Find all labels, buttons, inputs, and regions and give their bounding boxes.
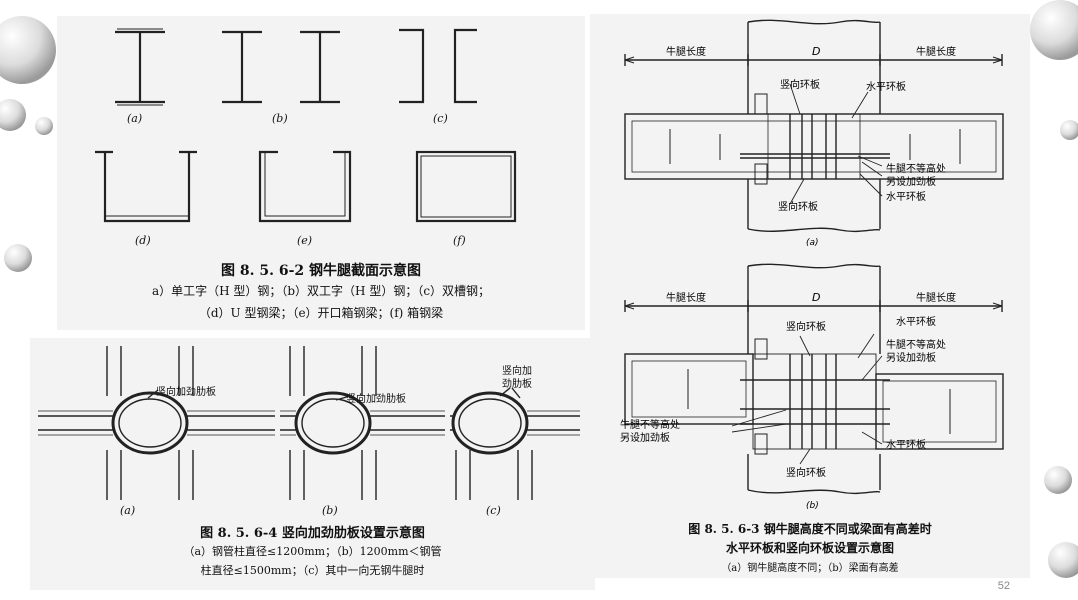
figure-caption-1: 图 8. 5. 6-3 钢牛腿高度不同或梁面有高差时 [688, 522, 932, 536]
stiffener-label-a: 竖向加劲肋板 [156, 387, 216, 398]
ring-b-length-right: 牛腿长度 [916, 291, 956, 304]
ring-b-vertical-top: 竖向环板 [786, 320, 826, 333]
stiffener-label-c-line2: 劲肋板 [502, 379, 532, 390]
label-f: (f) [453, 234, 466, 247]
label-c: (c) [433, 112, 448, 125]
ring-b-length-left: 牛腿长度 [666, 291, 706, 304]
ring-a-length-right: 牛腿长度 [916, 45, 956, 58]
figure-vertical-stiffeners: 竖向加劲肋板 竖向加劲肋板 竖向加 劲肋板 (a) (b) (c) 图 8. 5… [30, 338, 595, 590]
ring-a-diameter: D [812, 45, 820, 58]
ring-a-note-2: 另设加劲板 [886, 175, 936, 188]
figure-subcaption: （a）钢牛腿高度不同；（b）梁面有高差 [721, 563, 899, 574]
stiffener-label-b: 竖向加劲肋板 [346, 394, 406, 405]
figure-ring-plates: 牛腿长度 D 牛腿长度 竖向环板 水平环板 牛腿不等高处 另设加劲板 水平环板 … [590, 14, 1030, 578]
label-e: (e) [297, 234, 313, 247]
ring-a-vertical-bottom: 竖向环板 [778, 200, 818, 213]
figure-steel-sections: (a) (b) (c) (d) (e) (f) 图 8. 5. 6-2 钢牛腿截… [57, 16, 585, 330]
stiffener-label-c-line1: 竖向加 [502, 366, 532, 377]
figure-subcaption-1: （a）钢管柱直径≤1200mm；（b）1200mm＜钢管 [183, 545, 442, 558]
figure-subcaption-2: （d）U 型钢梁；（e）开口箱钢梁；(f) 箱钢梁 [198, 306, 444, 320]
figure-caption: 图 8. 5. 6-4 竖向加劲肋板设置示意图 [200, 526, 425, 541]
ring-b-tag: (b) [806, 501, 819, 511]
ring-b-diameter: D [812, 291, 820, 304]
ring-a-note-1: 牛腿不等高处 [886, 162, 946, 175]
ring-a-vertical-top: 竖向环板 [780, 78, 820, 91]
ring-b-horizontal-bottom: 水平环板 [886, 438, 926, 451]
ring-b-horizontal-top: 水平环板 [896, 315, 936, 328]
ring-b-note-left-2: 另设加劲板 [620, 431, 670, 444]
label-b: (b) [322, 504, 338, 517]
label-a: (a) [120, 504, 136, 517]
label-b: (b) [272, 112, 288, 125]
figure-caption-2: 水平环板和竖向环板设置示意图 [725, 541, 894, 555]
figure-caption: 图 8. 5. 6-2 钢牛腿截面示意图 [220, 263, 422, 279]
ring-b-vertical-bottom: 竖向环板 [786, 466, 826, 479]
ring-b-note-left-1: 牛腿不等高处 [620, 418, 680, 431]
stiffener-drawing [38, 346, 580, 500]
ring-plate-drawing: 牛腿长度 D 牛腿长度 竖向环板 水平环板 牛腿不等高处 另设加劲板 水平环板 … [620, 19, 1004, 511]
label-a: (a) [127, 112, 143, 125]
section-shapes-drawing [95, 28, 517, 223]
page-number: 52 [997, 580, 1010, 592]
ring-a-horizontal-bottom: 水平环板 [886, 190, 926, 203]
ring-a-horizontal-top: 水平环板 [866, 80, 906, 93]
label-d: (d) [135, 234, 151, 247]
ring-a-length-left: 牛腿长度 [666, 45, 706, 58]
label-c: (c) [486, 504, 501, 517]
figure-subcaption-1: a）单工字（H 型）钢；（b）双工字（H 型）钢；（c）双槽钢； [151, 284, 491, 298]
ring-a-tag: (a) [806, 238, 819, 248]
ring-b-note-2: 另设加劲板 [886, 351, 936, 364]
ring-b-note-1: 牛腿不等高处 [886, 338, 946, 351]
figure-subcaption-2: 柱直径≤1500mm；（c）其中一向无钢牛腿时 [200, 564, 425, 577]
